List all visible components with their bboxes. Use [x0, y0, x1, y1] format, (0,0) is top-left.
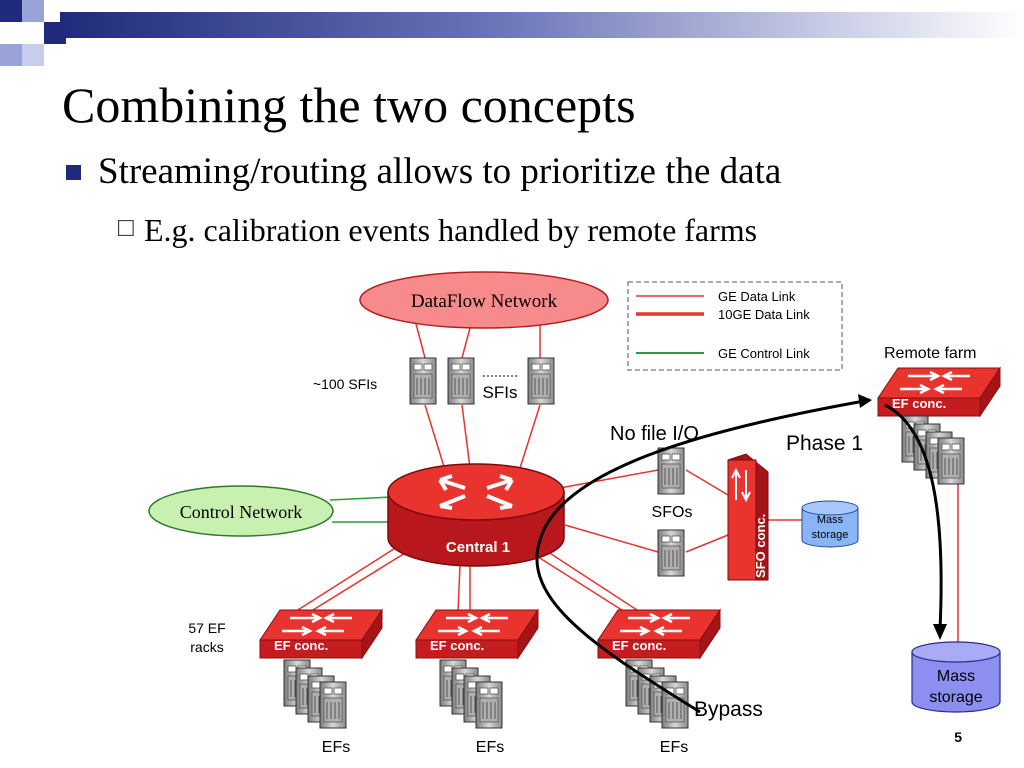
ef-rack-1 [283, 659, 347, 729]
bullet-square-icon [66, 165, 81, 180]
mass-storage-large-label-1: Mass [937, 668, 975, 685]
control-links [329, 496, 393, 523]
bypass-label: Bypass [694, 698, 763, 721]
corner-square-1 [0, 0, 22, 22]
sfo-server-icon [657, 529, 685, 577]
bullet-hollow-square-icon: ☐ [116, 217, 136, 242]
efs-label-1: EFs [322, 739, 350, 756]
sfis-count-label: ~100 SFIs [313, 376, 377, 392]
sfos-label: SFOs [652, 504, 693, 521]
control-network-ellipse [148, 485, 334, 537]
mass-storage-small [801, 500, 859, 548]
link-lines [289, 319, 959, 648]
legend-ge-data-link: GE Data Link [718, 289, 796, 304]
mass-storage-large [911, 641, 1001, 713]
sfi-server-icon [409, 357, 437, 405]
page-number: 5 [954, 729, 962, 745]
mass-storage-small-label-1: Mass [817, 514, 844, 526]
remote-ef-server-icon [937, 437, 965, 485]
ef-racks-label-1: 57 EF [188, 620, 225, 636]
mass-storage-small-label-2: storage [812, 529, 849, 541]
mass-storage-large-label-2: storage [929, 689, 982, 706]
slide-title: Combining the two concepts [62, 77, 636, 133]
central-switch-label: Central 1 [446, 539, 510, 556]
sfi-server-icon [447, 357, 475, 405]
efs-label-2: EFs [476, 739, 504, 756]
dataflow-network-ellipse [359, 271, 609, 329]
remote-farm-label: Remote farm [884, 345, 976, 362]
ef-rack-2 [439, 659, 503, 729]
no-file-io-label: No file I/O [610, 423, 699, 445]
control-network-label: Control Network [180, 502, 302, 522]
corner-square-2 [22, 0, 44, 22]
sfo-server-icon [657, 447, 685, 495]
central-switch [387, 463, 565, 567]
remote-ef-conc-label: EF conc. [892, 396, 946, 411]
phase1-label: Phase 1 [786, 432, 863, 455]
bullet-level-1: Streaming/routing allows to prioritize t… [98, 151, 782, 192]
sfo-concentrator [727, 453, 769, 581]
efs-label-3: EFs [660, 739, 688, 756]
sfis-label: SFIs [483, 383, 518, 402]
bypass-arrow [535, 398, 871, 714]
ef-conc-label-1: EF conc. [274, 638, 328, 653]
ef-conc-label-2: EF conc. [430, 638, 484, 653]
legend-ge-control-link: GE Control Link [718, 346, 810, 361]
corner-square-4 [22, 44, 44, 66]
ef-conc-label-3: EF conc. [612, 638, 666, 653]
sfi-server-icon [527, 357, 555, 405]
header-gradient-bar [60, 12, 1024, 38]
legend-10ge-data-link: 10GE Data Link [718, 307, 810, 322]
ef-racks-label-2: racks [190, 639, 223, 655]
corner-square-5 [0, 44, 22, 66]
dataflow-network-label: DataFlow Network [411, 291, 558, 312]
bullet-level-2: E.g. calibration events handled by remot… [144, 212, 758, 248]
sfo-conc-label: SFO conc. [753, 514, 768, 578]
remote-to-storage-arrow [884, 403, 943, 631]
